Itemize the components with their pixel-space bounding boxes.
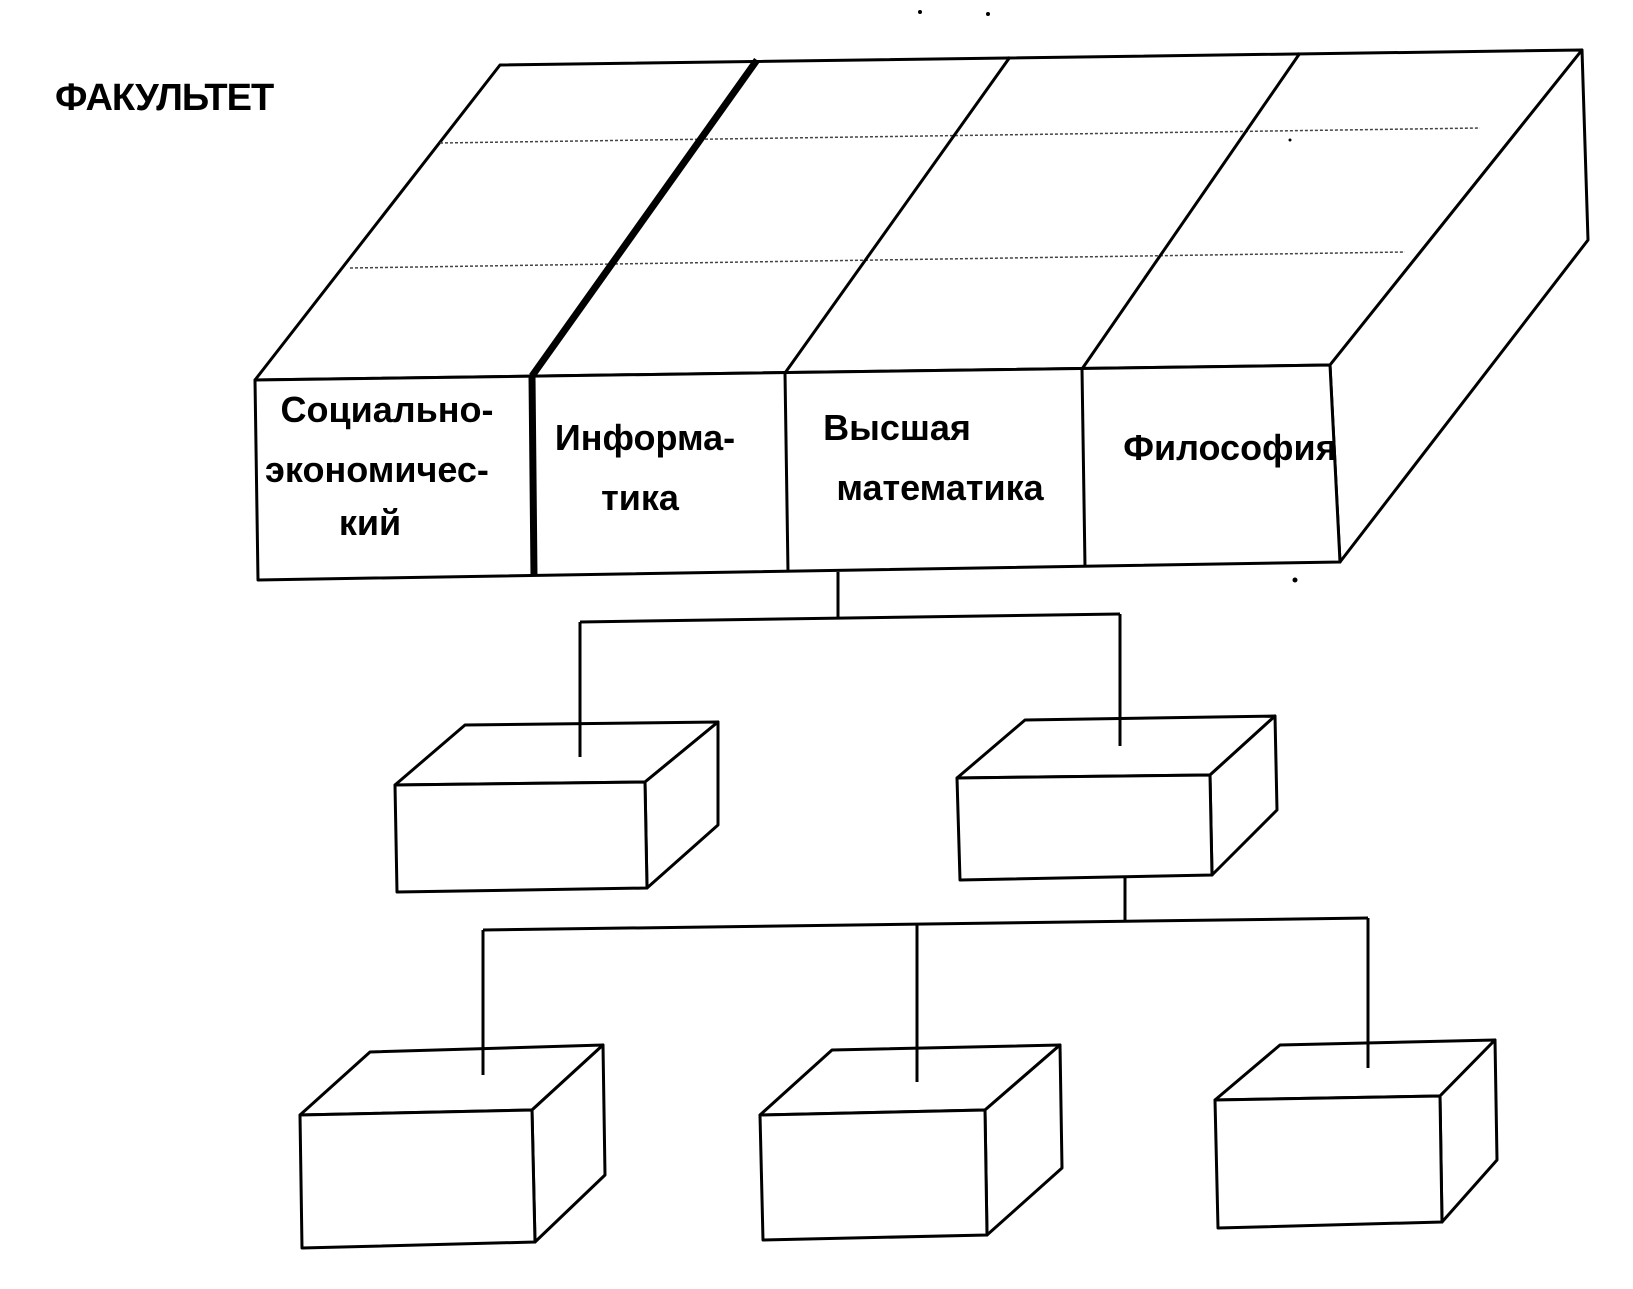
leaf-box-2 <box>758 1043 1064 1242</box>
subunit-box-1-front <box>393 780 649 894</box>
front-face-divider-1 <box>528 375 538 577</box>
subunit-box-2 <box>955 714 1279 882</box>
faculty-block: Социально- экономичес- кий Информа- тика… <box>253 48 1590 582</box>
scan-speck-2 <box>986 12 990 16</box>
leaf-box-1 <box>298 1043 607 1250</box>
top-face-divider-3 <box>1080 52 1302 370</box>
department-label-philosophy: Философия <box>1123 427 1336 468</box>
connector-level2-bar <box>482 916 1369 932</box>
front-face-divider-2 <box>783 372 790 573</box>
front-face-divider-3 <box>1080 368 1087 568</box>
department-label-socio-economic: Социально- экономичес- кий <box>265 389 503 543</box>
top-face-divider-1 <box>529 57 760 379</box>
top-face-gridline-1 <box>439 127 1481 144</box>
leaf-box-1-front <box>298 1108 537 1250</box>
top-face-divider-2 <box>783 56 1012 374</box>
leaf-box-3-front <box>1213 1094 1444 1230</box>
leaf-box-3 <box>1213 1038 1499 1230</box>
faculty-title: ФАКУЛЬТЕТ <box>55 77 274 119</box>
subunit-box-1 <box>393 720 720 894</box>
scan-speck-3 <box>1292 577 1298 583</box>
subunit-box-2-front <box>955 773 1214 882</box>
faculty-block-front-face <box>253 363 1342 582</box>
department-label-higher-math: Высшая математика <box>823 407 1045 508</box>
scan-speck-4 <box>1288 138 1292 142</box>
leaf-box-2-front <box>758 1108 989 1242</box>
top-face-gridline-2 <box>349 251 1406 269</box>
connectors <box>481 572 1370 1082</box>
connector-level1-bar <box>579 612 1121 624</box>
department-label-informatics: Информа- тика <box>555 417 745 518</box>
scan-speck-1 <box>918 10 922 14</box>
